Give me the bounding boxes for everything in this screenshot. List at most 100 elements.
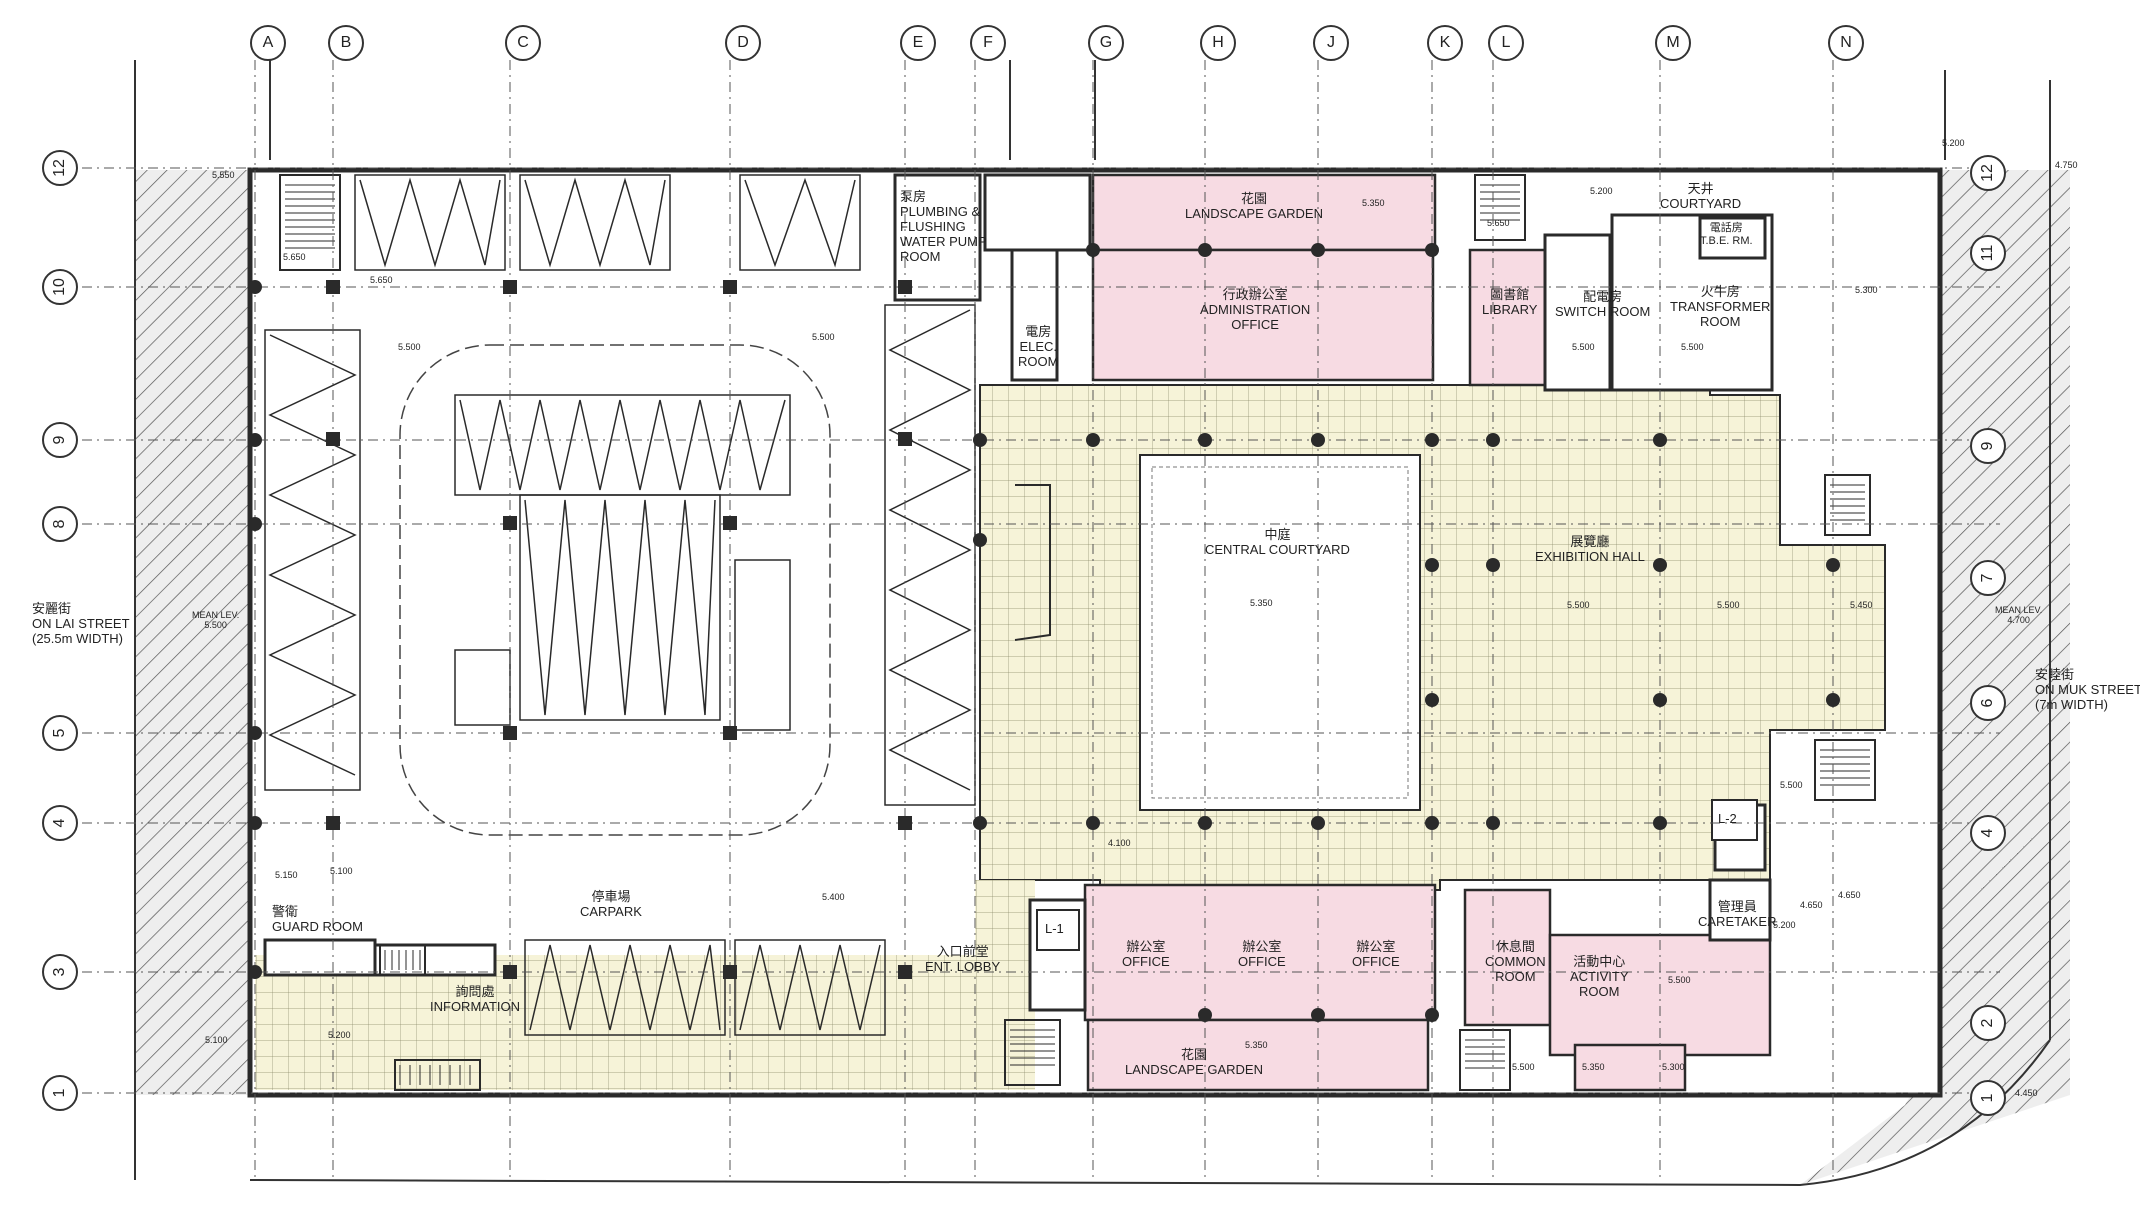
spot-level: 5.200	[328, 1030, 351, 1040]
lift-1-label: L-1	[1045, 921, 1064, 936]
street-right-width: (7m WIDTH)	[2035, 696, 2108, 712]
grid-bubble-10: 10	[42, 269, 78, 305]
room-garden-top-en: LANDSCAPE GARDEN	[1185, 205, 1323, 221]
spot-level: 5.200	[1942, 138, 1965, 148]
room-tbe: 電話房 T.B.E. RM.	[1700, 222, 1753, 247]
room-activity: 活動中心 ACTIVITY ROOM	[1570, 954, 1629, 1000]
grid-bubble-right-4: 4	[1970, 815, 2006, 851]
spot-level: 5.450	[1850, 600, 1873, 610]
carpark-driveway	[399, 344, 831, 836]
spot-level: 4.450	[2015, 1088, 2038, 1098]
site-boundary	[134, 60, 2051, 1187]
room-guard: 警衛 GUARD ROOM	[272, 904, 363, 935]
spot-level: 5.500	[1717, 600, 1740, 610]
grid-bubble-9: 9	[42, 422, 78, 458]
street-left-en: ON LAI STREET	[32, 615, 130, 631]
grid-bubble-l: L	[1488, 25, 1524, 61]
room-switch-zh: 配電房	[1583, 289, 1623, 304]
room-pump: 泵房 PLUMBING & FLUSHING WATER PUMP ROOM	[900, 189, 987, 265]
mean-level-right-value: 4.700	[2007, 615, 2030, 626]
room-lobby-zh: 入口前堂	[936, 944, 989, 959]
spot-level: 5.400	[822, 892, 845, 902]
mean-level-left-value: 5.500	[204, 620, 227, 631]
room-transformer-en1: TRANSFORMER	[1670, 298, 1771, 314]
room-pump-en4: ROOM	[900, 248, 941, 264]
street-right-en: ON MUK STREET	[2035, 681, 2140, 697]
room-admin: 行政辦公室 ADMINISTRATION OFFICE	[1200, 287, 1310, 333]
spot-level: 5.500	[398, 342, 421, 352]
spot-level: 5.300	[1662, 1062, 1685, 1072]
spot-level: 5.500	[812, 332, 835, 342]
room-exhibition-zh: 展覽廳	[1570, 534, 1610, 549]
room-elec: 電房 ELEC. ROOM	[1018, 324, 1059, 370]
grid-bubble-n: N	[1828, 25, 1864, 61]
room-courtyard-top: 天井 COURTYARD	[1660, 181, 1742, 212]
spot-level: 5.200	[1773, 920, 1796, 930]
room-activity-zh: 活動中心	[1573, 954, 1626, 969]
room-library-en: LIBRARY	[1482, 301, 1538, 317]
spot-level: 5.150	[275, 870, 298, 880]
grid-bubble-1: 1	[42, 1075, 78, 1111]
room-garden-bottom-zh: 花園	[1180, 1047, 1207, 1062]
room-activity-en1: ACTIVITY	[1570, 968, 1629, 984]
room-tbe-en: T.B.E. RM.	[1700, 234, 1753, 247]
room-library: 圖書館 LIBRARY	[1482, 287, 1538, 318]
spot-level: 5.200	[1590, 186, 1613, 196]
spot-level: 4.650	[1800, 900, 1823, 910]
street-left-zh: 安麗街	[32, 601, 72, 616]
street-hatch-left	[135, 170, 255, 1095]
spot-level: 5.650	[283, 252, 306, 262]
room-switch: 配電房 SWITCH ROOM	[1555, 289, 1650, 320]
spot-level: 5.350	[1362, 198, 1385, 208]
grid-bubble-j: J	[1313, 25, 1349, 61]
room-carpark-zh: 停車場	[591, 889, 631, 904]
lift-2-label: L-2	[1718, 811, 1737, 826]
room-office-1-zh: 辦公室	[1126, 939, 1166, 954]
room-carpark-en: CARPARK	[580, 903, 642, 919]
room-common: 休息間 COMMON ROOM	[1485, 939, 1546, 985]
grid-bubble-f: F	[970, 25, 1006, 61]
grid-bubble-right-2: 2	[1970, 1005, 2006, 1041]
room-admin-en2: OFFICE	[1231, 316, 1279, 332]
service-rooms-top	[893, 173, 1774, 392]
stairs	[279, 174, 1876, 1091]
grid-bubble-right-11: 11	[1970, 235, 2006, 271]
room-garden-bottom-en: LANDSCAPE GARDEN	[1125, 1061, 1263, 1077]
grid-bubble-m: M	[1655, 25, 1691, 61]
room-admin-zh: 行政辦公室	[1222, 287, 1288, 302]
room-common-en2: ROOM	[1495, 968, 1536, 984]
room-transformer-zh: 火牛房	[1700, 284, 1740, 299]
spot-level: 5.300	[1855, 285, 1878, 295]
room-caretaker: 管理員 CARETAKER	[1698, 899, 1777, 930]
room-lobby: 入口前堂 ENT. LOBBY	[925, 944, 1000, 975]
room-caretaker-zh: 管理員	[1717, 899, 1757, 914]
room-central-en: CENTRAL COURTYARD	[1205, 541, 1350, 557]
room-elec-en2: ROOM	[1018, 353, 1059, 369]
room-office-2-en: OFFICE	[1238, 953, 1286, 969]
room-carpark: 停車場 CARPARK	[580, 889, 642, 920]
lift-2	[1711, 799, 1758, 841]
spot-level: 4.650	[1838, 890, 1861, 900]
spot-level: 5.500	[1567, 600, 1590, 610]
spot-level: 5.100	[330, 866, 353, 876]
spot-level: 5.500	[1681, 342, 1704, 352]
grid-bubble-right-12: 12	[1970, 155, 2006, 191]
room-courtyard-top-zh: 天井	[1687, 181, 1714, 196]
grid-bubble-k: K	[1427, 25, 1463, 61]
room-central-zh: 中庭	[1264, 527, 1291, 542]
grid-bubble-3: 3	[42, 954, 78, 990]
room-office-2-zh: 辦公室	[1242, 939, 1282, 954]
room-transformer-en2: ROOM	[1699, 313, 1741, 329]
spot-level: 5.500	[1572, 342, 1595, 352]
room-courtyard-top-en: COURTYARD	[1660, 195, 1742, 211]
grid-bubble-4: 4	[42, 805, 78, 841]
spot-level: 5.350	[1250, 598, 1273, 608]
room-elec-zh: 電房	[1025, 324, 1052, 339]
room-pump-zh: 泵房	[900, 189, 927, 204]
room-office-3-zh: 辦公室	[1356, 939, 1396, 954]
room-pump-en2: FLUSHING	[900, 218, 966, 234]
room-activity-en2: ROOM	[1579, 983, 1620, 999]
room-central-courtyard: 中庭 CENTRAL COURTYARD	[1205, 527, 1350, 558]
room-transformer: 火牛房 TRANSFORMER ROOM	[1670, 284, 1771, 330]
